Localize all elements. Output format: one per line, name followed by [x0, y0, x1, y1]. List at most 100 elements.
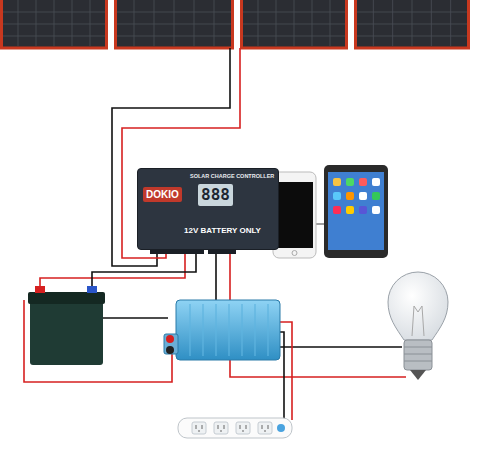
socket	[214, 422, 228, 434]
app-icon	[346, 206, 354, 214]
app-icon	[359, 206, 367, 214]
usb-cable	[316, 223, 324, 225]
app-icon	[372, 206, 380, 214]
inverter-body	[176, 300, 280, 360]
solar-panel	[116, 0, 233, 48]
cell-line	[357, 24, 467, 25]
positive-post	[166, 335, 174, 343]
app-icon	[346, 178, 354, 186]
battery-icon	[28, 286, 105, 365]
cell-line	[294, 0, 295, 46]
solar-panel	[2, 0, 107, 48]
negative-terminal	[87, 286, 97, 293]
app-icon	[372, 192, 380, 200]
cell-line	[357, 12, 467, 13]
socket	[192, 422, 206, 434]
cell-line	[276, 0, 277, 46]
positive-terminal	[35, 286, 45, 293]
phone-body	[273, 172, 316, 258]
app-icon	[359, 178, 367, 186]
fin	[241, 304, 242, 356]
strip-body	[178, 418, 292, 438]
tablet-icon	[324, 165, 388, 258]
cell-line	[412, 0, 413, 46]
inverter-end-cap	[164, 334, 178, 354]
app-icon	[333, 206, 341, 214]
cell-line	[3, 24, 105, 25]
cooling-fins	[190, 304, 268, 356]
phone-icon	[273, 172, 316, 258]
app-icon	[333, 192, 341, 200]
panel-frame	[116, 0, 233, 48]
cell-line	[243, 24, 345, 25]
socket-pins	[240, 425, 246, 432]
sockets	[192, 422, 272, 434]
cell-line	[194, 0, 195, 46]
cell-line	[117, 24, 231, 25]
cell-line	[243, 36, 345, 37]
cell-line	[214, 0, 215, 46]
fin	[267, 304, 268, 356]
cell-line	[357, 36, 467, 37]
cell-line	[134, 0, 135, 46]
app-icons	[333, 178, 380, 214]
cell-line	[312, 0, 313, 46]
lcd-display: 888	[198, 184, 233, 206]
fin	[254, 304, 255, 356]
socket-pins	[218, 425, 224, 432]
cell-line	[243, 12, 345, 13]
negative-post	[166, 346, 174, 354]
app-icon	[333, 178, 341, 186]
fin	[215, 304, 216, 356]
solar-panel	[242, 0, 347, 48]
strip-switch	[277, 424, 285, 432]
battery-body	[30, 297, 103, 365]
cell-line	[450, 0, 451, 46]
cell-line	[18, 0, 19, 46]
tablet-screen	[328, 172, 384, 250]
bulb-thread	[404, 347, 432, 361]
brand-logo: DOKIO	[143, 187, 182, 202]
terminal-block	[150, 250, 204, 254]
device-heading: SOLAR CHARGE CONTROLLER	[190, 173, 274, 179]
battery-lid	[28, 292, 105, 304]
fin	[189, 304, 190, 356]
cell-line	[392, 0, 393, 46]
panel-frame	[2, 0, 107, 48]
cell-line	[3, 12, 105, 13]
app-icon	[346, 192, 354, 200]
cell-line	[174, 0, 175, 46]
panel-frame	[356, 0, 469, 48]
cell-line	[373, 0, 374, 46]
app-icon	[359, 192, 367, 200]
battery-negative-wire	[92, 252, 196, 290]
fin	[228, 304, 229, 356]
tablet-body	[324, 165, 388, 258]
power-strip-icon	[178, 418, 292, 438]
cell-line	[3, 36, 105, 37]
cell-line	[330, 0, 331, 46]
inverter-negative-wire	[103, 317, 168, 319]
socket-pins	[196, 425, 202, 432]
fin	[202, 304, 203, 356]
socket	[258, 422, 272, 434]
bulb-tip	[410, 370, 426, 380]
cell-line	[117, 36, 231, 37]
light-bulb-icon	[388, 272, 448, 380]
cell-line	[54, 0, 55, 46]
bulb-glass	[388, 272, 448, 340]
app-icon	[372, 178, 380, 186]
voltage-label: 12V BATTERY ONLY	[184, 227, 261, 236]
socket-pins	[262, 425, 268, 432]
phone-button	[292, 251, 297, 256]
bulb-filament	[412, 306, 424, 336]
inverter-icon	[164, 300, 280, 360]
wiring	[24, 48, 406, 420]
cell-line	[431, 0, 432, 46]
cell-line	[117, 12, 231, 13]
phone-screen	[276, 182, 313, 248]
cell-line	[72, 0, 73, 46]
socket	[236, 422, 250, 434]
cell-line	[36, 0, 37, 46]
